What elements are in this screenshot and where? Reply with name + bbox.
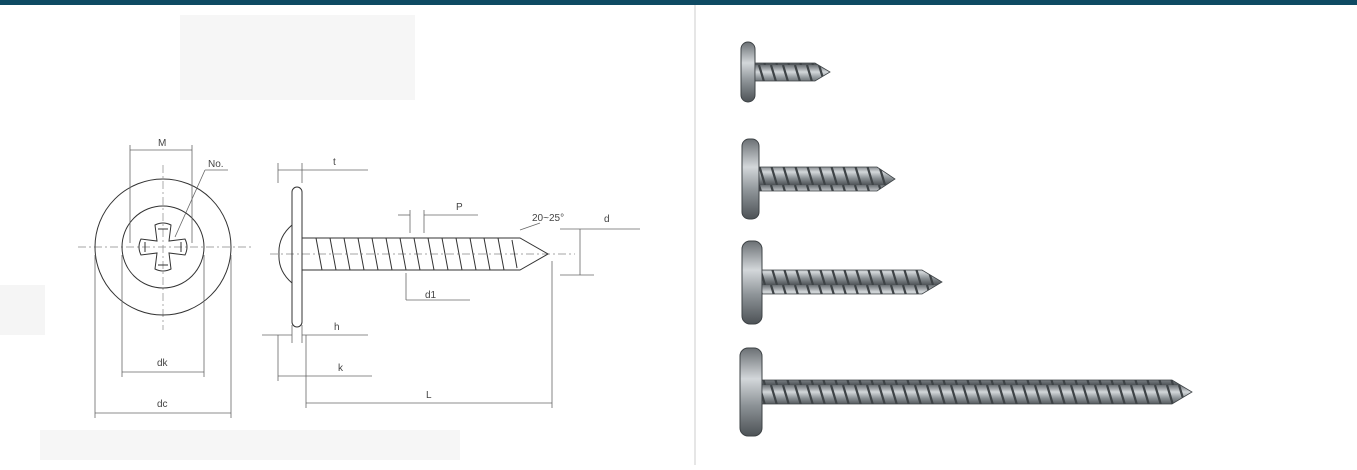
screw-side-view: t P 20~25° d d1 h [262,157,640,408]
screw-photos [739,41,1193,437]
label-m: M [158,138,166,149]
label-p: P [456,202,463,213]
head-front-view: No. M dk dc [78,138,252,418]
screw-small [740,41,831,103]
technical-drawing-panel: No. M dk dc [0,5,693,465]
label-angle: 20~25° [532,213,564,224]
screw-long [739,347,1193,437]
label-no: No. [208,159,224,170]
screw-photos-panel [697,5,1357,465]
screw-large [741,240,943,325]
faded-block [0,285,45,335]
top-accent-bar [0,0,1357,5]
faded-block [180,15,415,100]
screw-medium [741,138,896,220]
label-d: d [604,214,610,225]
panel-divider [694,5,696,465]
technical-drawing: No. M dk dc [0,15,640,460]
label-dk: dk [157,358,169,369]
faded-block [40,430,460,460]
label-d1: d1 [425,290,437,301]
label-t: t [333,157,336,168]
label-k: k [338,363,344,374]
label-h: h [334,322,340,333]
thread-crests [315,237,518,271]
label-dc: dc [157,399,168,410]
label-l: L [426,390,432,401]
